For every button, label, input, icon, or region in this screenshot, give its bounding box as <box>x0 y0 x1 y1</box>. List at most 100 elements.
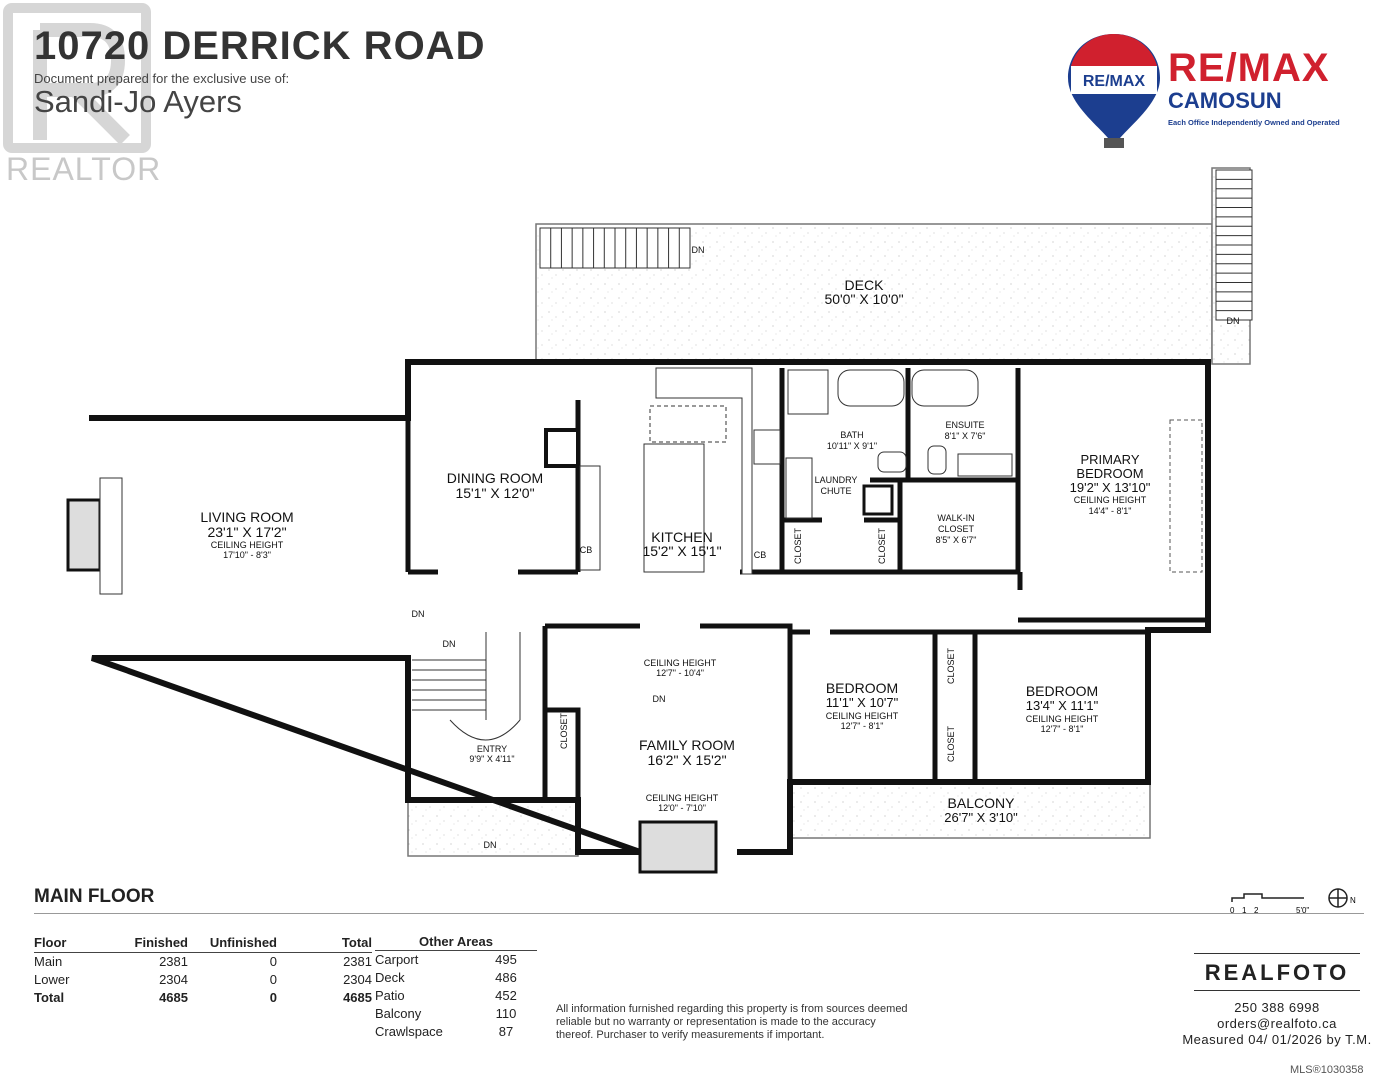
room-name-bedroom-2: BEDROOM <box>826 680 898 696</box>
scale-tick-0: 0 <box>1230 906 1235 915</box>
scale-bar-and-north-arrow: 0 1 2 5'0" N <box>1230 888 1356 915</box>
divider-rule <box>34 913 1364 914</box>
down-label-4: DN <box>653 694 666 704</box>
room-name-walk-in-1: WALK-IN <box>937 513 974 523</box>
client-name: Sandi-Jo Ayers <box>34 84 242 119</box>
room-size-entry: 9'9" X 4'11" <box>469 754 514 764</box>
room-name-living-room: LIVING ROOM <box>200 509 293 525</box>
down-label-5: DN <box>484 840 497 850</box>
room-size-primary: 19'2" X 13'10" <box>1070 480 1151 495</box>
cell-unfinished: 0 <box>269 954 277 969</box>
floor-table-header: Floor Finished Unfinished Total <box>34 934 372 953</box>
cell-finished: 2381 <box>159 954 188 969</box>
north-label: N <box>1350 896 1356 905</box>
room-name-bedroom-3: BEDROOM <box>1026 683 1098 699</box>
table-row: Main 2381 0 2381 <box>34 953 372 972</box>
deck-stairs-right <box>1215 169 1253 321</box>
room-name-balcony: BALCONY <box>948 795 1016 811</box>
email-address: orders@realfoto.ca <box>1217 1016 1337 1031</box>
ceiling-living-room: 17'10" - 8'3" <box>223 550 271 560</box>
cabinet-label-1: CB <box>754 550 767 560</box>
closet-label-3: CLOSET <box>946 725 956 762</box>
room-name-dining-room: DINING ROOM <box>447 470 543 486</box>
cell-unfinished: 0 <box>269 972 277 987</box>
scale-tick-1: 1 <box>1242 906 1247 915</box>
ceiling-primary: 14'4" - 8'1" <box>1089 506 1132 516</box>
room-size-bath: 10'11" X 9'1" <box>827 441 877 451</box>
ceiling-label-bedroom-2: CEILING HEIGHT <box>826 711 899 721</box>
phone-number: 250 388 6998 <box>1234 1000 1320 1015</box>
cell-finished: 2304 <box>159 972 188 987</box>
cell-floor: Total <box>34 990 65 1005</box>
ceiling-family-top: 12'7" - 10'4" <box>656 668 704 678</box>
room-name-ensuite: ENSUITE <box>945 420 984 430</box>
room-size-family-room: 16'2" X 15'2" <box>647 752 726 768</box>
photographer-contact: 250 388 6998 orders@realfoto.ca Measured… <box>1170 1000 1384 1048</box>
brokerage-office: CAMOSUN <box>1168 88 1282 113</box>
family-room-fireplace <box>638 820 718 874</box>
interior-walls <box>405 368 1208 800</box>
realfoto-logo-text: REALFOTO <box>1204 960 1350 985</box>
realtor-watermark-logo: REALTOR® <box>3 3 160 186</box>
col-header-floor: Floor <box>34 934 104 953</box>
cell-area-name: Patio <box>375 988 405 1003</box>
ceiling-label-family-top: CEILING HEIGHT <box>644 658 717 668</box>
prepared-for-label: Document prepared for the exclusive use … <box>34 71 290 86</box>
laundry-chute-2: CHUTE <box>821 486 852 496</box>
mls-number: MLS®1030358 <box>1290 1064 1364 1076</box>
room-size-ensuite: 8'1" X 7'6" <box>945 431 986 441</box>
kitchen-fixtures <box>544 367 781 575</box>
cell-area-value: 495 <box>495 952 517 967</box>
room-name-bath: BATH <box>840 430 863 440</box>
interior-stairs <box>412 632 521 741</box>
cell-area-value: 486 <box>495 970 517 985</box>
ceiling-label-primary: CEILING HEIGHT <box>1074 495 1147 505</box>
room-size-balcony: 26'7" X 3'10" <box>944 810 1018 825</box>
room-name-deck: DECK <box>845 277 885 293</box>
room-name-primary-1: PRIMARY <box>1081 452 1140 467</box>
room-size-walk-in: 8'5" X 6'7" <box>936 535 977 545</box>
table-row: Patio 452 <box>375 987 537 1005</box>
cell-area-value: 87 <box>498 1024 514 1039</box>
cell-area-value: 110 <box>495 1006 517 1021</box>
table-total-row: Total 4685 0 4685 <box>34 989 372 1007</box>
floor-name-label: MAIN FLOOR <box>34 886 155 907</box>
room-size-bedroom-2: 11'1" X 10'7" <box>826 695 899 710</box>
deck-stairs-left <box>539 227 691 269</box>
table-row: Deck 486 <box>375 969 537 987</box>
cell-finished: 4685 <box>159 990 188 1005</box>
floor-area-table: Floor Finished Unfinished Total Main 238… <box>34 934 372 1007</box>
down-label-2: DN <box>412 609 425 619</box>
cell-total: 2381 <box>343 954 372 969</box>
table-row: Lower 2304 0 2304 <box>34 971 372 989</box>
property-address-title: 10720 DERRICK ROAD <box>34 24 486 68</box>
front-patio-area <box>407 799 579 857</box>
ceiling-bedroom-2: 12'7" - 8'1" <box>841 721 884 731</box>
remax-balloon-logo: RE/MAX <box>1068 34 1160 148</box>
other-areas-header: Other Areas <box>375 934 537 951</box>
room-size-deck: 50'0" X 10'0" <box>824 291 903 307</box>
ceiling-label-bedroom-3: CEILING HEIGHT <box>1026 714 1099 724</box>
ceiling-label-living-room: CEILING HEIGHT <box>211 540 284 550</box>
room-size-bedroom-3: 13'4" X 11'1" <box>1026 698 1099 713</box>
cell-total: 2304 <box>343 972 372 987</box>
closet-label-0: CLOSET <box>793 527 803 564</box>
cell-floor: Main <box>34 954 63 969</box>
primary-closet-outline <box>1169 419 1203 573</box>
room-name-family-room: FAMILY ROOM <box>639 737 735 753</box>
cell-total: 4685 <box>343 990 372 1005</box>
room-size-kitchen: 15'2" X 15'1" <box>642 543 721 559</box>
room-size-living-room: 23'1" X 17'2" <box>207 524 286 540</box>
closet-label-4: CLOSET <box>559 712 569 749</box>
down-label-0: DN <box>692 245 705 255</box>
balcony-area <box>789 781 1151 839</box>
cell-area-name: Deck <box>375 970 405 985</box>
laundry-chute-1: LAUNDRY <box>815 475 858 485</box>
cell-area-value: 452 <box>495 988 517 1003</box>
col-header-finished: Finished <box>104 934 188 953</box>
realtor-watermark-text: REALTOR® <box>6 151 160 186</box>
